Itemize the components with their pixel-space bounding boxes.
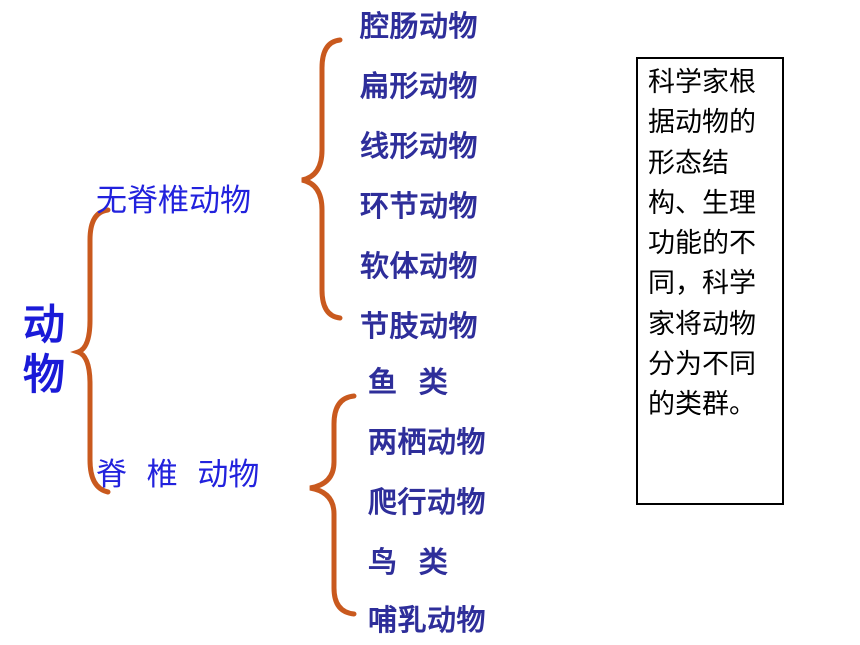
branch-vertebrate: 脊 椎 动物: [96, 457, 260, 493]
root-char-2: 物: [22, 350, 65, 399]
leaf-item: 环节动物: [360, 189, 479, 223]
leaf-item: 软体动物: [360, 249, 479, 283]
leaf-item: 节肢动物: [360, 309, 479, 343]
note-text: 科学家根据动物的形态结构、生理功能的不同，科学家将动物分为不同的类群。: [648, 67, 756, 421]
root-brace: [70, 207, 111, 495]
leaf-item: 扁形动物: [360, 69, 479, 103]
vertebrate-brace: [309, 393, 357, 617]
root-char-1: 动: [22, 300, 65, 349]
leaf-item: 爬行动物: [368, 485, 487, 519]
note-box: 科学家根据动物的形态结构、生理功能的不同，科学家将动物分为不同的类群。: [636, 57, 784, 505]
leaf-item: 腔肠动物: [360, 9, 479, 43]
root-label: 动 物: [18, 300, 70, 400]
leaf-item: 哺乳动物: [368, 603, 487, 637]
leaf-item: 两栖动物: [368, 425, 487, 459]
leaf-item: 鱼 类: [368, 365, 449, 399]
invertebrate-brace: [301, 37, 343, 321]
leaf-item: 鸟 类: [368, 545, 449, 579]
leaf-item: 线形动物: [360, 129, 479, 163]
branch-invertebrate: 无脊椎动物: [96, 183, 251, 219]
